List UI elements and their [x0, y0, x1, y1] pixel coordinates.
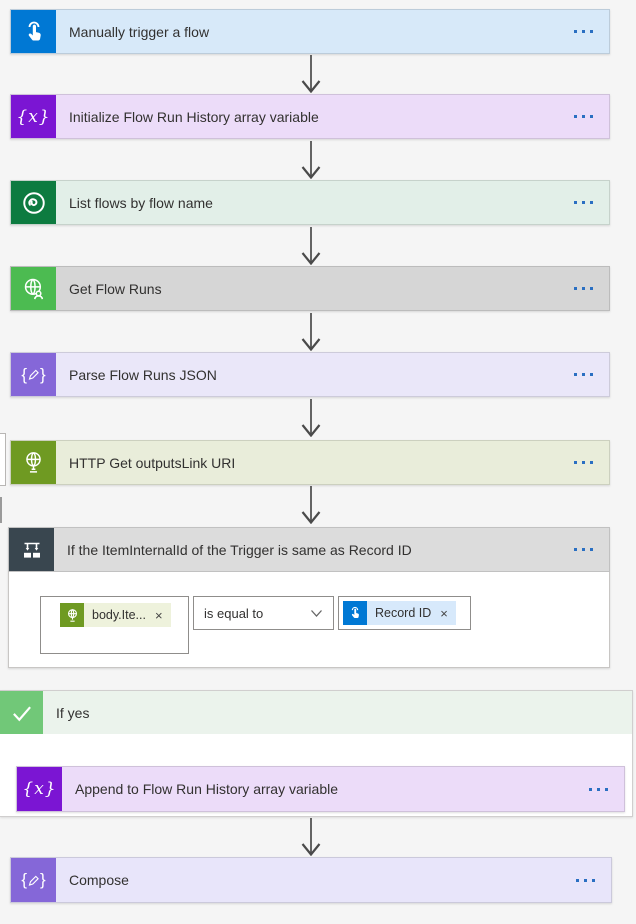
chevron-down-icon — [311, 609, 322, 617]
step-title: Initialize Flow Run History array variab… — [69, 108, 319, 125]
condition-left-operand-box[interactable]: body.Ite... × — [40, 596, 189, 654]
ellipsis-dot — [573, 30, 577, 33]
touch-icon — [11, 10, 56, 53]
connector-arrow — [301, 818, 321, 856]
step-card-parse-json[interactable]: { } Parse Flow Runs JSON — [10, 352, 610, 397]
step-card-http-get[interactable]: HTTP Get outputsLink URI — [10, 440, 610, 485]
variable-icon: {x} — [11, 95, 56, 138]
flow-swirl-icon — [11, 181, 56, 224]
globe-stand-icon — [11, 441, 56, 484]
connector-arrow — [301, 55, 321, 93]
step-card-append-variable[interactable]: {x} Append to Flow Run History array var… — [16, 766, 625, 812]
step-card-compose[interactable]: { } Compose — [10, 857, 612, 903]
token-chip-left[interactable]: body.Ite... × — [60, 603, 171, 627]
ellipsis-dot — [581, 30, 585, 33]
condition-header[interactable]: If the ItemInternalId of the Trigger is … — [8, 527, 610, 572]
more-actions-button[interactable] — [572, 767, 624, 811]
ellipsis-dot — [589, 30, 593, 33]
condition-operator-dropdown[interactable]: is equal to — [193, 596, 334, 630]
clipped-connector-line — [0, 497, 2, 523]
ellipsis-dot — [581, 548, 585, 551]
variable-glyph: {x} — [22, 779, 57, 799]
step-card-list-flows[interactable]: List flows by flow name — [10, 180, 610, 225]
token-label: body.Ite... — [92, 608, 146, 622]
condition-body: body.Ite... × is equal to — [8, 572, 610, 668]
ellipsis-dot — [604, 787, 608, 791]
connector-arrow — [301, 141, 321, 179]
branch-label: If yes — [56, 704, 90, 721]
braces-pencil-icon: { } — [11, 353, 56, 396]
ellipsis-dot — [581, 287, 585, 290]
step-card-initialize-variable[interactable]: {x} Initialize Flow Run History array va… — [10, 94, 610, 139]
step-card-get-flow-runs[interactable]: Get Flow Runs — [10, 266, 610, 311]
ellipsis-dot — [573, 201, 577, 204]
ellipsis-dot — [591, 878, 595, 882]
ellipsis-dot — [589, 201, 593, 204]
ellipsis-dot — [573, 115, 577, 118]
if-yes-header[interactable]: If yes — [0, 691, 632, 734]
ellipsis-dot — [573, 373, 577, 376]
ellipsis-dot — [581, 373, 585, 376]
globe-person-icon — [11, 267, 56, 310]
ellipsis-dot — [581, 115, 585, 118]
step-title: HTTP Get outputsLink URI — [69, 454, 236, 471]
condition-card: If the ItemInternalId of the Trigger is … — [8, 527, 610, 668]
condition-branch-icon — [9, 528, 54, 571]
check-icon — [0, 691, 43, 734]
ellipsis-dot — [573, 461, 577, 464]
connector-arrow — [301, 399, 321, 437]
ellipsis-dot — [589, 461, 593, 464]
variable-glyph: {x} — [16, 106, 51, 127]
ellipsis-dot — [588, 787, 592, 791]
brace-glyph: { — [21, 870, 27, 889]
condition-title: If the ItemInternalId of the Trigger is … — [67, 541, 412, 558]
more-actions-button[interactable] — [557, 441, 609, 484]
ellipsis-dot — [596, 787, 600, 791]
ellipsis-dot — [589, 548, 593, 551]
brace-glyph: } — [40, 364, 46, 384]
step-title: List flows by flow name — [69, 194, 213, 211]
more-actions-button[interactable] — [557, 353, 609, 396]
ellipsis-dot — [583, 878, 587, 882]
ellipsis-dot — [581, 461, 585, 464]
globe-stand-icon — [60, 603, 84, 627]
ellipsis-dot — [575, 878, 579, 882]
step-title: Compose — [69, 872, 129, 888]
touch-icon — [343, 601, 367, 625]
token-chip-right[interactable]: Record ID × — [343, 601, 456, 625]
more-actions-button[interactable] — [557, 10, 609, 53]
more-actions-button[interactable] — [557, 267, 609, 310]
remove-token-button[interactable]: × — [440, 605, 448, 621]
step-title: Get Flow Runs — [69, 280, 162, 297]
token-label: Record ID — [375, 606, 432, 620]
ellipsis-dot — [589, 287, 593, 290]
step-title: Append to Flow Run History array variabl… — [75, 781, 339, 797]
clipped-card-edge — [0, 433, 6, 486]
ellipsis-dot — [573, 548, 577, 551]
brace-glyph: { — [21, 364, 27, 384]
braces-pencil-icon: { } — [11, 858, 56, 902]
connector-arrow — [301, 227, 321, 265]
ellipsis-dot — [589, 115, 593, 118]
condition-right-operand-box[interactable]: Record ID × — [338, 596, 471, 630]
operator-value: is equal to — [204, 605, 264, 621]
connector-arrow — [301, 486, 321, 524]
variable-icon: {x} — [17, 767, 62, 811]
ellipsis-dot — [589, 373, 593, 376]
remove-token-button[interactable]: × — [154, 607, 163, 623]
step-title: Manually trigger a flow — [69, 23, 210, 40]
ellipsis-dot — [581, 201, 585, 204]
more-actions-button[interactable] — [557, 181, 609, 224]
more-actions-button[interactable] — [557, 95, 609, 138]
ellipsis-dot — [573, 287, 577, 290]
more-actions-button[interactable] — [557, 528, 609, 571]
more-actions-button[interactable] — [559, 858, 611, 902]
brace-glyph: } — [40, 870, 46, 889]
step-card-manual-trigger[interactable]: Manually trigger a flow — [10, 9, 610, 54]
step-title: Parse Flow Runs JSON — [69, 366, 217, 383]
connector-arrow — [301, 313, 321, 351]
